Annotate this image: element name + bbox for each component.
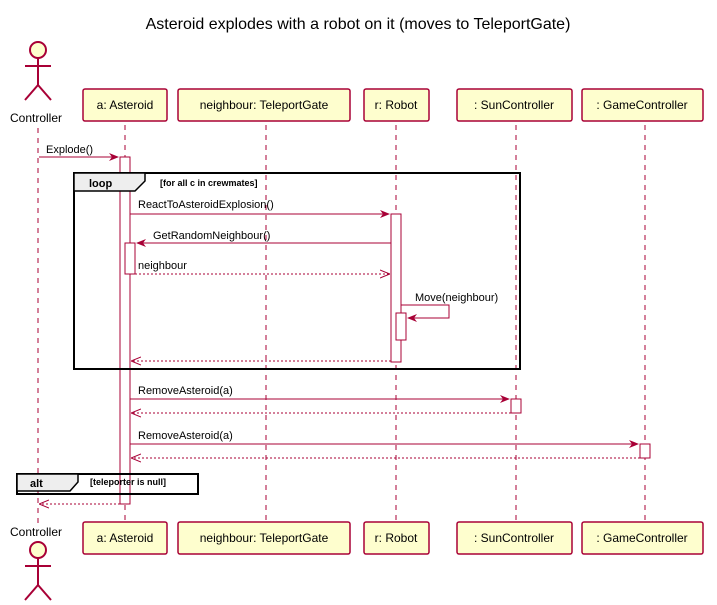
participant-label-controller-top: Controller [10,111,62,125]
message-label-explode: Explode() [46,144,93,156]
activation-robot [390,213,402,363]
alt-frame-tab [16,473,79,492]
participant-label-neighbour-bottom: neighbour: TeleportGate [200,531,329,545]
alt-frame-keyword: alt [30,478,43,490]
loop-frame-keyword: loop [89,178,112,190]
diagram-title: Asteroid explodes with a robot on it (mo… [146,16,571,33]
participant-label-neighbour-top: neighbour: TeleportGate [200,98,329,112]
message-label-remove-game: RemoveAsteroid(a) [138,430,233,442]
participant-robot-top [363,88,430,122]
loop-frame-tab [73,172,146,192]
activation-robot-move [395,312,407,341]
actor-head-icon [29,41,47,59]
controller-actor-top [24,41,52,101]
participant-asteroid-top [82,88,168,122]
loop-frame [73,172,521,370]
alt-frame-condition: [teleporter is null] [90,477,166,487]
message-label-get-neighbour: GetRandomNeighbour() [153,230,270,242]
participant-neighbour-top [177,88,351,122]
participant-label-sun-controller-top: : SunController [474,98,554,112]
participant-label-robot-top: r: Robot [375,98,418,112]
actor-head-icon [29,541,47,559]
participant-sun-controller-bottom [456,521,573,555]
activation-game-controller [639,443,651,459]
activation-sun-controller [510,398,522,414]
message-arrow-move [401,304,450,322]
participant-asteroid-bottom [82,521,168,555]
message-label-neighbour-return: neighbour [138,260,187,272]
participant-label-controller-bottom: Controller [10,525,62,539]
controller-actor-bottom [24,541,52,601]
participant-label-sun-controller-bottom: : SunController [474,531,554,545]
participant-sun-controller-top [456,88,573,122]
participant-game-controller-bottom [581,521,704,555]
message-label-react: ReactToAsteroidExplosion() [138,199,274,211]
loop-frame-condition: [for all c in crewmates] [160,178,258,188]
activation-asteroid-nested [124,242,136,275]
participant-label-game-controller-bottom: : GameController [596,531,687,545]
participant-robot-bottom [363,521,430,555]
activation-asteroid [119,156,131,505]
participant-label-asteroid-top: a: Asteroid [97,98,154,112]
participant-label-asteroid-bottom: a: Asteroid [97,531,154,545]
message-label-move: Move(neighbour) [415,292,498,304]
participant-neighbour-bottom [177,521,351,555]
participant-label-game-controller-top: : GameController [596,98,687,112]
participant-label-robot-bottom: r: Robot [375,531,418,545]
message-label-remove-sun: RemoveAsteroid(a) [138,385,233,397]
participant-game-controller-top [581,88,704,122]
